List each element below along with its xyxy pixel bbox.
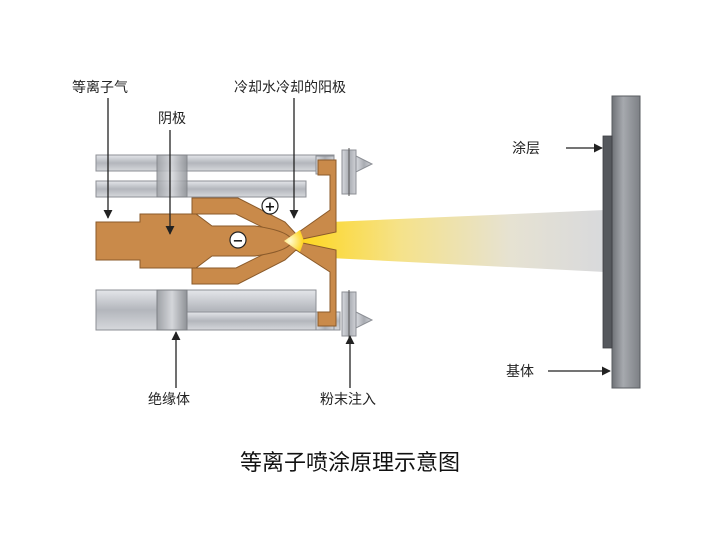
arc [284,230,304,252]
housing-bar-bottom-2 [169,311,341,331]
housing-bar-top-1 [95,154,335,172]
substrate [611,95,641,389]
label-substrate: 基体 [506,363,534,380]
anode-upper [191,159,337,241]
coating-layer [602,135,613,349]
label-anode: 冷却水冷却的阳极 [234,80,346,96]
minus-sign: − [229,231,247,249]
insulator-top [156,154,188,198]
label-powder-injection: 粉末注入 [320,392,376,408]
plasma-jet [290,210,605,272]
label-plasma-gas: 等离子气 [72,79,128,96]
svg-text:−: − [233,234,244,249]
label-insulator: 绝缘体 [148,392,190,408]
svg-text:+: + [265,200,276,215]
powder-injector-bottom [341,290,374,338]
housing-bar-top-2 [95,180,307,198]
diagram-caption: 等离子喷涂原理示意图 [240,451,460,476]
powder-injector-top [341,148,374,196]
label-cathode: 阴极 [158,111,186,127]
label-coating: 涂层 [512,141,540,157]
plus-sign: + [261,197,279,215]
insulator-block [156,289,188,331]
